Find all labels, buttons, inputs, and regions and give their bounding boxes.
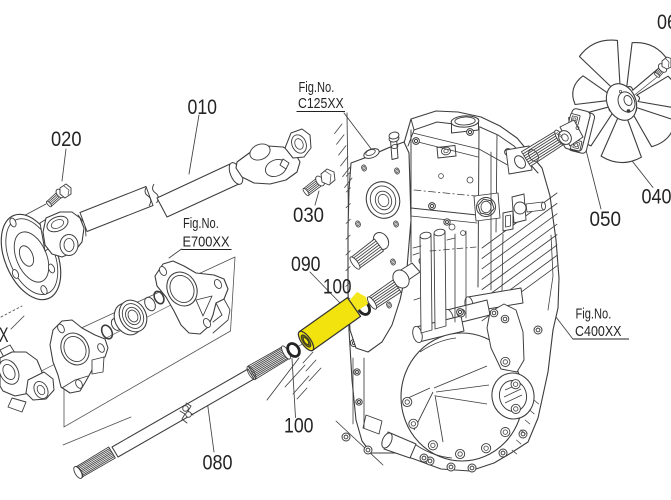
svg-text:C125XX: C125XX — [298, 95, 344, 112]
svg-text:E700XX: E700XX — [183, 234, 230, 251]
svg-text:090: 090 — [291, 253, 321, 276]
svg-text:010: 010 — [188, 96, 218, 119]
svg-text:080: 080 — [203, 452, 233, 475]
svg-text:020: 020 — [51, 128, 82, 151]
svg-text:060: 060 — [657, 11, 671, 34]
svg-text:C400XX: C400XX — [575, 323, 622, 340]
svg-text:Fig.No.: Fig.No. — [183, 215, 219, 232]
svg-text:XX: XX — [0, 324, 9, 347]
svg-text:100: 100 — [323, 276, 352, 299]
svg-text:100: 100 — [284, 415, 314, 438]
svg-text:Fig.No.: Fig.No. — [299, 79, 335, 96]
svg-text:040: 040 — [642, 186, 671, 209]
svg-text:Fig.No.: Fig.No. — [576, 306, 612, 323]
svg-text:030: 030 — [293, 204, 324, 227]
svg-text:050: 050 — [590, 208, 622, 231]
